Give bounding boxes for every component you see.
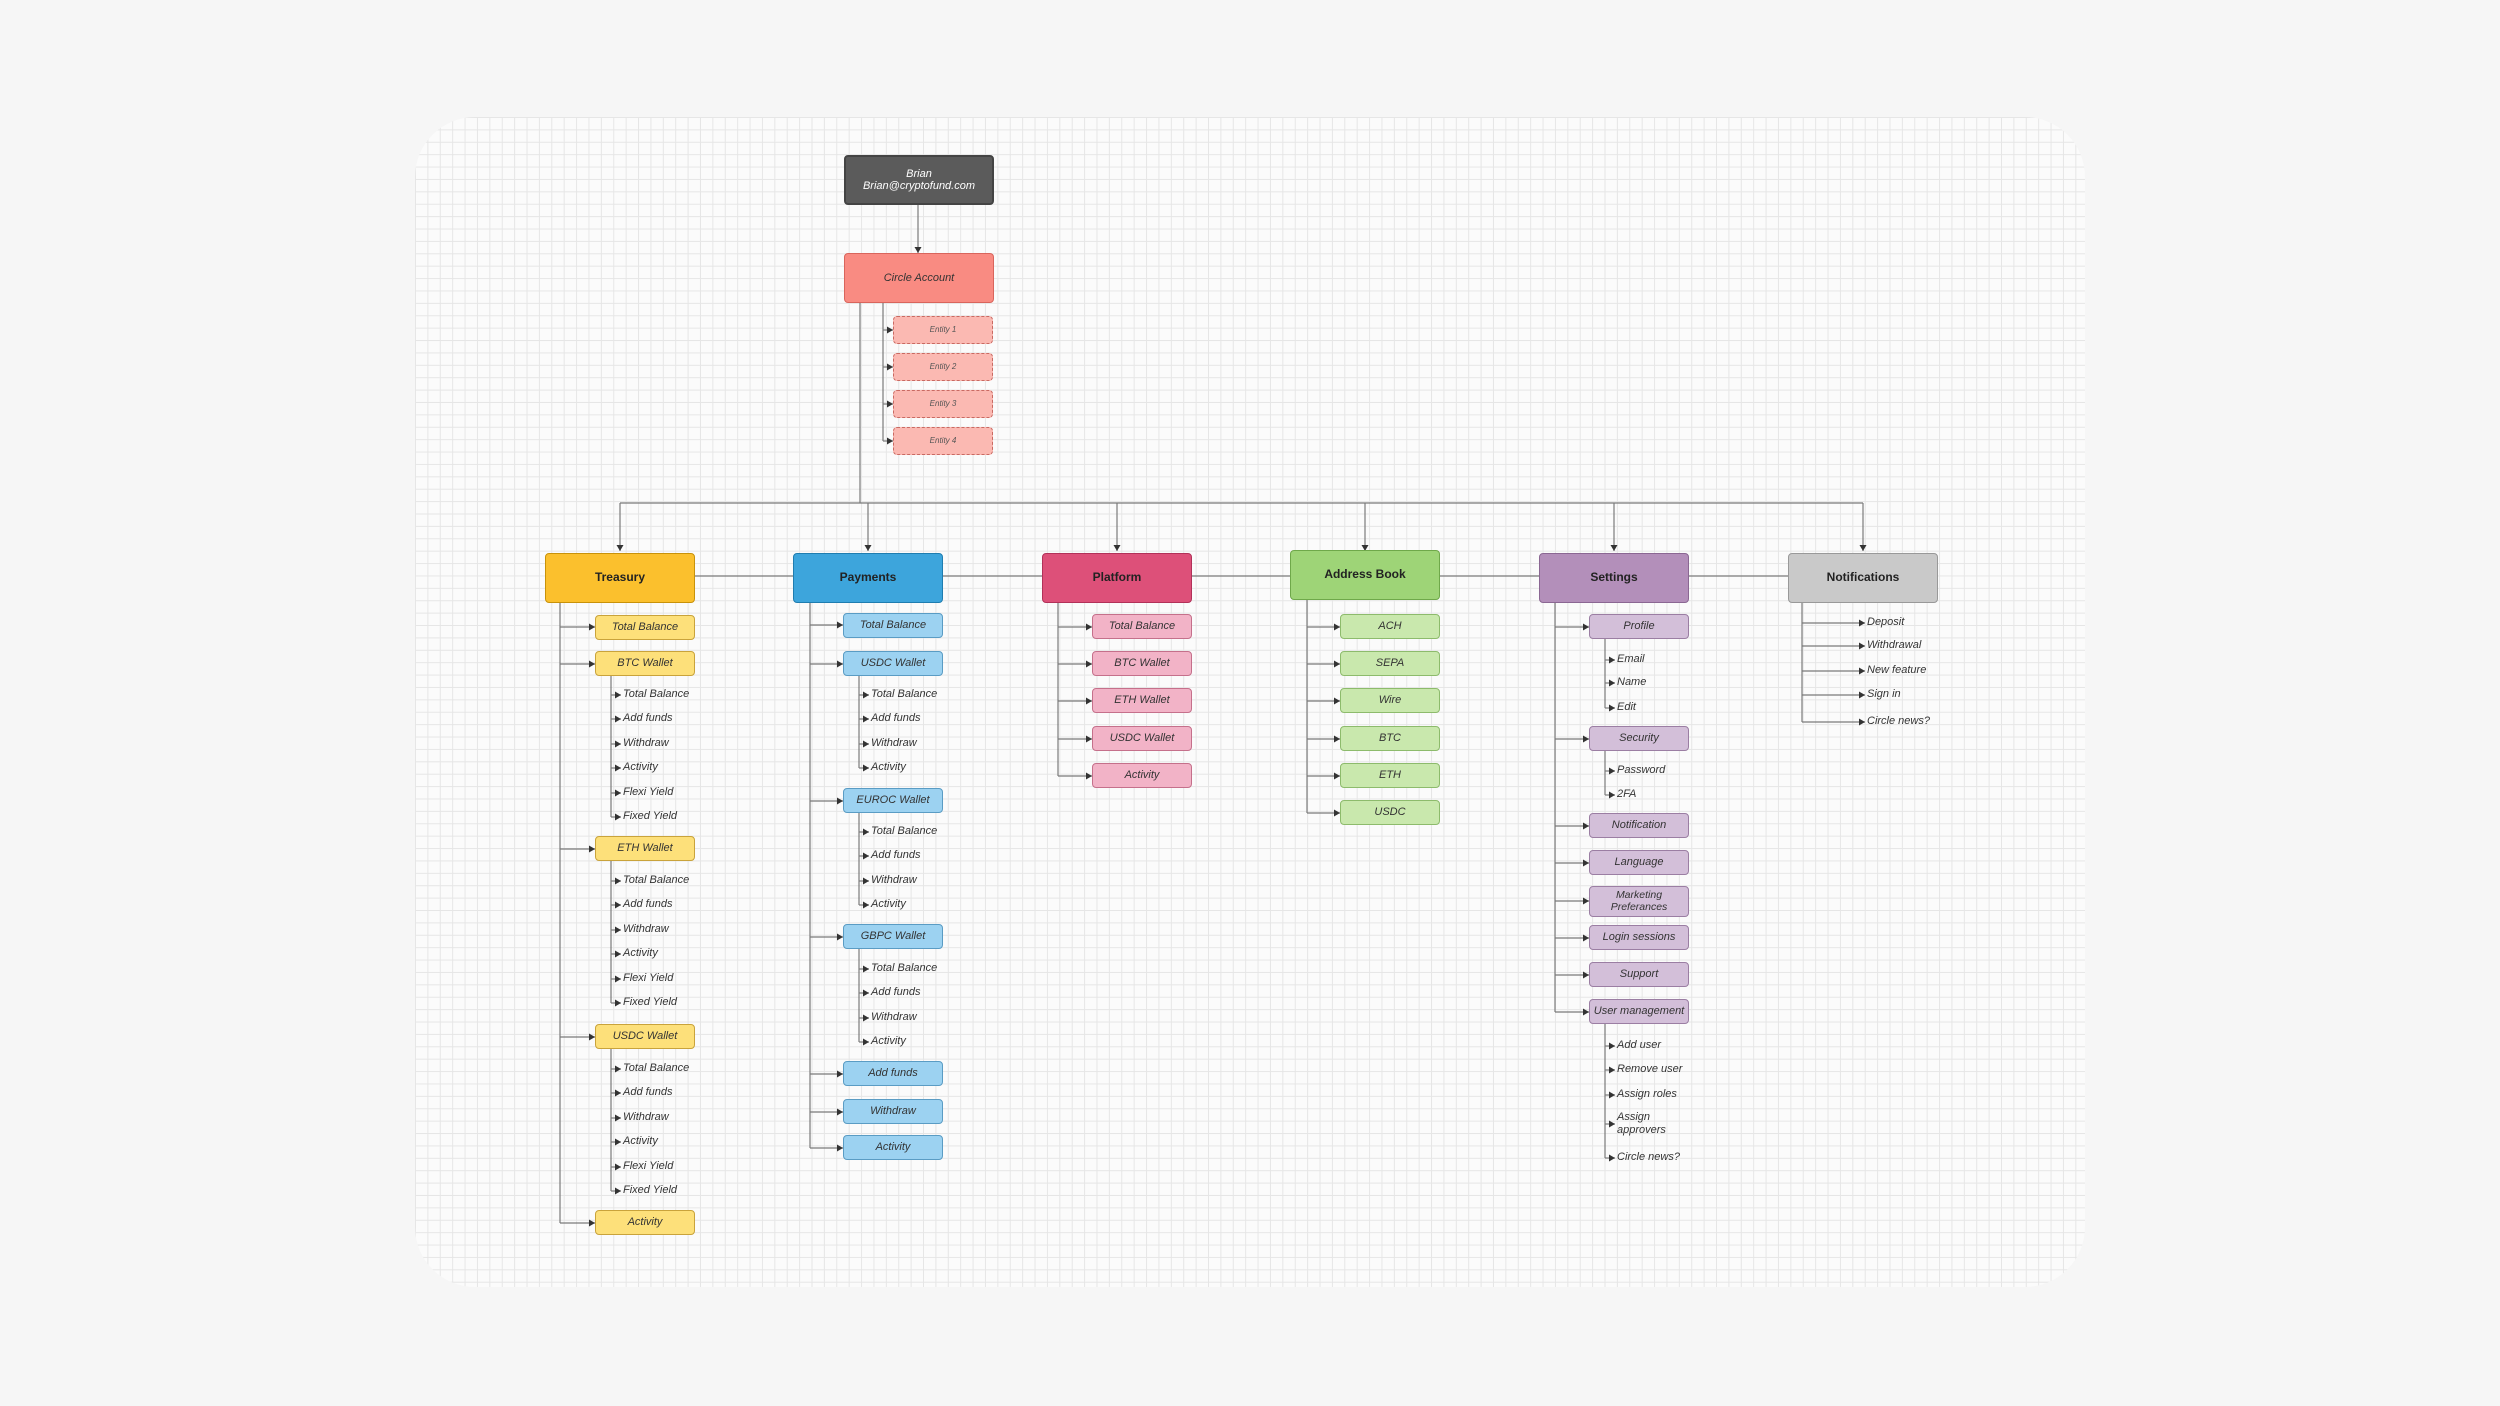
address-book-eth: ETH [1340,763,1440,788]
payments-gbpc-wallet-total-balance: Total Balance [871,962,938,974]
treasury-eth-wallet-activity: Activity [623,947,658,959]
user-name: Brian [906,167,932,180]
settings-profile-name: Name [1617,676,1647,688]
settings-header: Settings [1539,553,1689,603]
treasury-eth-wallet-total-balance: Total Balance [623,874,690,886]
payments-usdc-wallet-activity: Activity [871,761,906,773]
payments-usdc-wallet-add-funds: Add funds [871,712,921,724]
treasury-usdc-wallet-withdraw: Withdraw [623,1111,669,1123]
payments-euroc-wallet-total-balance: Total Balance [871,825,938,837]
payments-usdc-wallet-withdraw: Withdraw [871,737,917,749]
treasury-btc-wallet-withdraw: Withdraw [623,737,669,749]
platform-header: Platform [1042,553,1192,603]
settings-marketing-preferances: Marketing Preferances [1589,886,1689,917]
treasury-usdc-wallet-add-funds: Add funds [623,1086,673,1098]
payments-euroc-wallet: EUROC Wallet [843,788,943,813]
treasury-usdc-wallet-flexi-yield: Flexi Yield [623,1160,674,1172]
payments-add-funds: Add funds [843,1061,943,1086]
payments-usdc-wallet: USDC Wallet [843,651,943,676]
notifications-circle-news: Circle news? [1867,715,1930,727]
notifications-new-feature: New feature [1867,664,1927,676]
user-email: Brian@cryptofund.com [862,180,976,192]
payments-euroc-wallet-withdraw: Withdraw [871,874,917,886]
payments-activity: Activity [843,1135,943,1160]
treasury-total-balance: Total Balance [595,615,695,640]
platform-usdc-wallet: USDC Wallet [1092,726,1192,751]
treasury-eth-wallet: ETH Wallet [595,836,695,861]
payments-gbpc-wallet: GBPC Wallet [843,924,943,949]
platform-activity: Activity [1092,763,1192,788]
treasury-btc-wallet-total-balance: Total Balance [623,688,690,700]
address-book-btc: BTC [1340,726,1440,751]
address-book-wire: Wire [1340,688,1440,713]
address_book-header: Address Book [1290,550,1440,600]
payments-usdc-wallet-total-balance: Total Balance [871,688,938,700]
settings-profile-edit: Edit [1617,701,1636,713]
payments-euroc-wallet-add-funds: Add funds [871,849,921,861]
notifications-withdrawal: Withdrawal [1867,639,1922,651]
settings-user-management-assign-roles: Assign roles [1617,1088,1677,1100]
treasury-eth-wallet-flexi-yield: Flexi Yield [623,972,674,984]
payments-total-balance: Total Balance [843,613,943,638]
entity-node-4: Entity 4 [893,427,993,455]
circle-account-node: Circle Account [844,253,994,303]
entity-node-3: Entity 3 [893,390,993,418]
treasury-usdc-wallet-total-balance: Total Balance [623,1062,690,1074]
notifications-deposit: Deposit [1867,616,1905,628]
settings-notification: Notification [1589,813,1689,838]
settings-support: Support [1589,962,1689,987]
settings-profile-email: Email [1617,653,1645,665]
payments-euroc-wallet-activity: Activity [871,898,906,910]
address-book-ach: ACH [1340,614,1440,639]
settings-user-management: User management [1589,999,1689,1024]
settings-login-sessions: Login sessions [1589,925,1689,950]
settings-language: Language [1589,850,1689,875]
address-book-usdc: USDC [1340,800,1440,825]
treasury-header: Treasury [545,553,695,603]
address-book-sepa: SEPA [1340,651,1440,676]
settings-security: Security [1589,726,1689,751]
treasury-btc-wallet-fixed-yield: Fixed Yield [623,810,678,822]
payments-withdraw: Withdraw [843,1099,943,1124]
treasury-eth-wallet-fixed-yield: Fixed Yield [623,996,678,1008]
treasury-activity: Activity [595,1210,695,1235]
settings-user-management-circle-news: Circle news? [1617,1151,1680,1163]
settings-security-password: Password [1617,764,1666,776]
settings-profile: Profile [1589,614,1689,639]
entity-node-1: Entity 1 [893,316,993,344]
settings-security-2fa: 2FA [1617,788,1637,800]
treasury-usdc-wallet-activity: Activity [623,1135,658,1147]
treasury-eth-wallet-withdraw: Withdraw [623,923,669,935]
settings-user-management-assign-approvers: Assign approvers [1617,1111,1666,1136]
payments-gbpc-wallet-activity: Activity [871,1035,906,1047]
notifications-sign-in: Sign in [1867,688,1901,700]
payments-gbpc-wallet-add-funds: Add funds [871,986,921,998]
settings-user-management-add-user: Add user [1617,1039,1662,1051]
payments-header: Payments [793,553,943,603]
entity-node-2: Entity 2 [893,353,993,381]
diagram-canvas [415,117,2085,1287]
settings-user-management-remove-user: Remove user [1617,1063,1683,1075]
treasury-usdc-wallet-fixed-yield: Fixed Yield [623,1184,678,1196]
platform-eth-wallet: ETH Wallet [1092,688,1192,713]
treasury-eth-wallet-add-funds: Add funds [623,898,673,910]
treasury-usdc-wallet: USDC Wallet [595,1024,695,1049]
platform-total-balance: Total Balance [1092,614,1192,639]
treasury-btc-wallet: BTC Wallet [595,651,695,676]
payments-gbpc-wallet-withdraw: Withdraw [871,1011,917,1023]
treasury-btc-wallet-activity: Activity [623,761,658,773]
treasury-btc-wallet-flexi-yield: Flexi Yield [623,786,674,798]
treasury-btc-wallet-add-funds: Add funds [623,712,673,724]
notifications-header: Notifications [1788,553,1938,603]
platform-btc-wallet: BTC Wallet [1092,651,1192,676]
